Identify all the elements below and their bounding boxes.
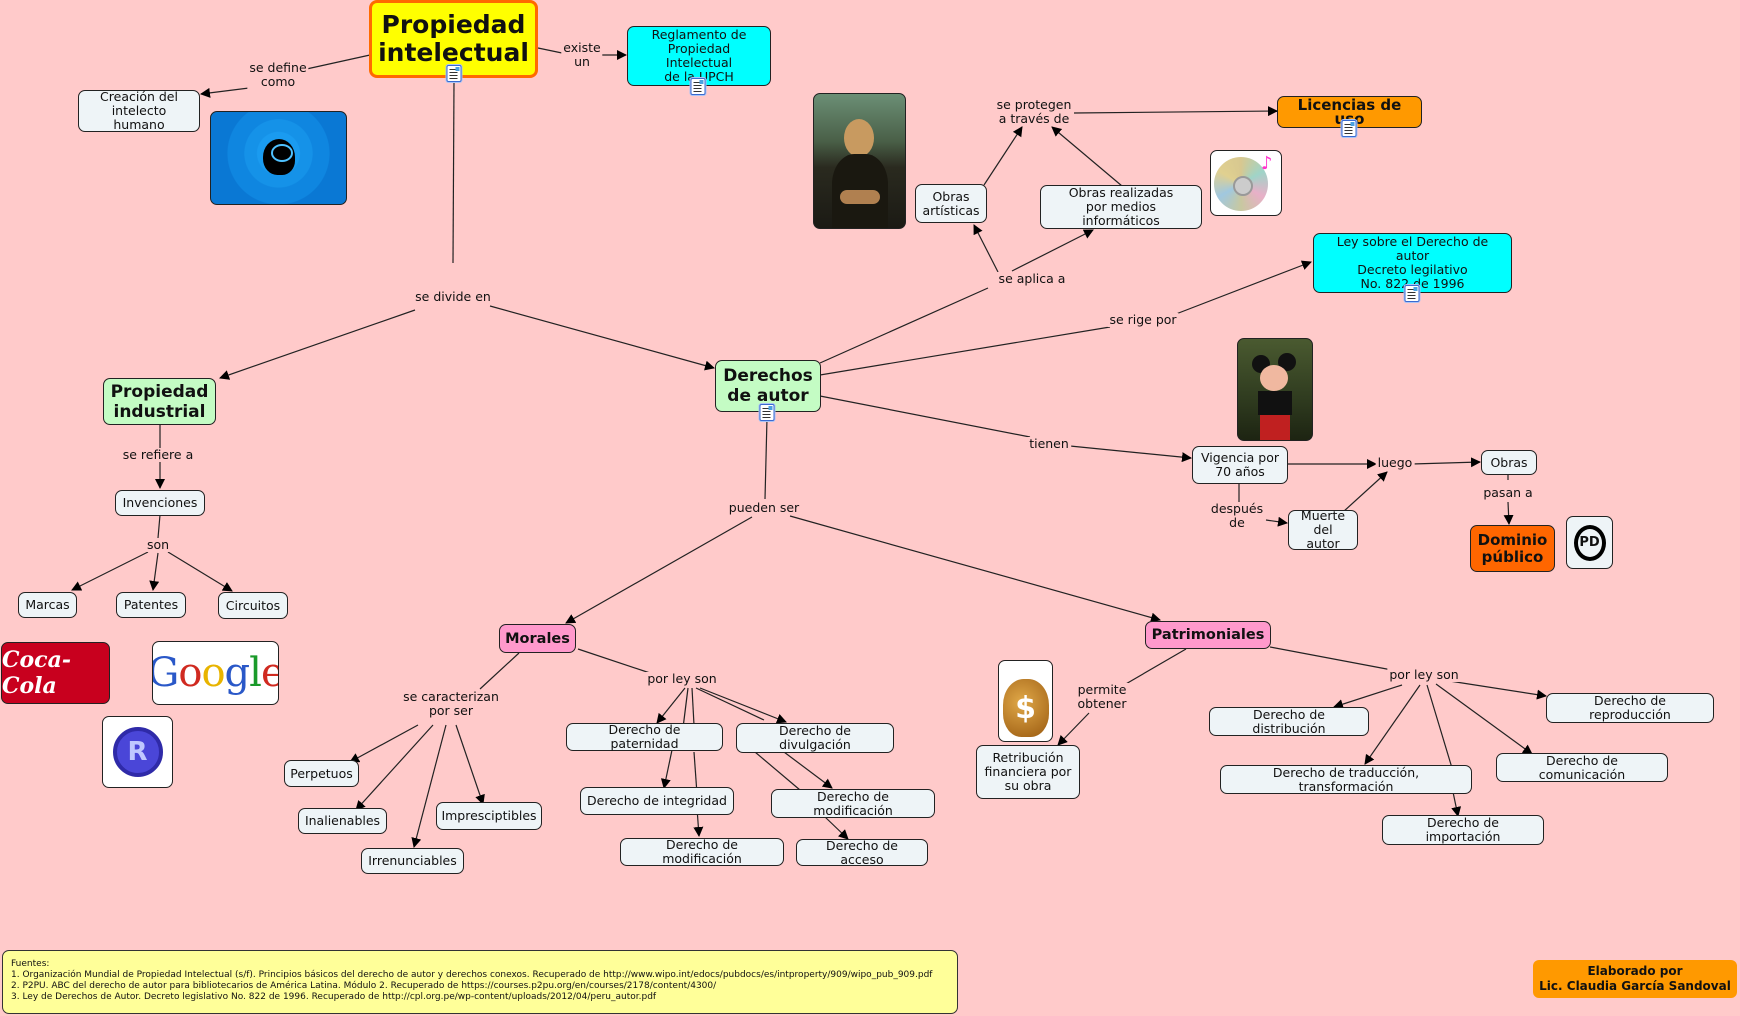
node-obras-artisticas[interactable]: Obras artísticas (915, 184, 987, 223)
node-derecho-distribucion[interactable]: Derecho de distribución (1209, 707, 1369, 736)
node-obras-informaticas[interactable]: Obras realizadas por medios informáticos (1040, 185, 1202, 229)
node-derecho-importacion[interactable]: Derecho de importación (1382, 815, 1544, 845)
node-derecho-modificacion-1[interactable]: Derecho de modificación (771, 789, 935, 818)
link-permite-obtener: permite obtener (1075, 682, 1129, 711)
source-item: 3. Ley de Derechos de Autor. Decreto leg… (11, 992, 657, 1002)
link-existe-un: existe un (561, 40, 603, 69)
node-derecho-reproduccion[interactable]: Derecho de reproducción (1546, 693, 1714, 723)
source-item: 1. Organización Mundial de Propiedad Int… (11, 970, 933, 980)
google-logo: Google (152, 641, 279, 705)
link-luego: luego (1375, 455, 1415, 470)
link-por-ley-son-morales: por ley son (645, 671, 719, 686)
link-tienen: tienen (1027, 436, 1071, 451)
brain-head-image (210, 111, 347, 205)
node-muerte-del-autor[interactable]: Muerte del autor (1288, 509, 1358, 551)
public-domain-image: PD (1566, 516, 1613, 569)
node-vigencia-70-anos[interactable]: Vigencia por 70 años (1192, 446, 1288, 484)
link-se-aplica-a: se aplica a (996, 271, 1068, 286)
link-pasan-a: pasan a (1481, 485, 1535, 500)
link-son: son (144, 537, 172, 552)
node-derecho-paternidad[interactable]: Derecho de paternidad (566, 723, 723, 751)
node-derecho-acceso[interactable]: Derecho de acceso (796, 838, 928, 866)
node-reglamento-upch[interactable]: Reglamento de Propiedad Intelectual de l… (627, 26, 771, 86)
link-se-refiere-a: se refiere a (120, 447, 196, 462)
public-domain-icon: PD (1573, 524, 1606, 561)
mickey-image (1237, 338, 1313, 441)
node-derecho-divulgacion[interactable]: Derecho de divulgación (736, 723, 894, 753)
link-se-define-como: se define como (247, 60, 309, 89)
link-se-rige-por: se rige por (1107, 312, 1179, 327)
node-obras[interactable]: Obras (1481, 450, 1537, 475)
node-patentes[interactable]: Patentes (116, 592, 186, 618)
link-se-caracterizan: se caracterizan por ser (401, 689, 501, 718)
node-ley-derecho-autor[interactable]: Ley sobre el Derecho de autor Decreto le… (1313, 233, 1512, 293)
node-derechos-de-autor[interactable]: Derechos de autor (715, 360, 821, 412)
node-derecho-integridad[interactable]: Derecho de integridad (580, 787, 734, 815)
node-irrenunciables[interactable]: Irrenunciables (361, 848, 464, 874)
resource-document-icon[interactable] (446, 65, 462, 82)
resource-document-icon[interactable] (690, 78, 706, 95)
resource-document-icon[interactable] (1404, 285, 1420, 302)
node-derecho-comunicacion[interactable]: Derecho de comunicación (1496, 753, 1668, 782)
node-perpetuos[interactable]: Perpetuos (284, 760, 359, 787)
money-bag-image: $ (998, 660, 1053, 742)
author-credit: Elaborado por Lic. Claudia García Sandov… (1533, 960, 1737, 998)
resource-document-icon[interactable] (1341, 120, 1357, 137)
sources-box: Fuentes: 1. Organización Mundial de Prop… (2, 950, 958, 1014)
node-marcas[interactable]: Marcas (18, 592, 77, 618)
link-se-divide-en: se divide en (413, 289, 493, 304)
dollar-icon: $ (1002, 679, 1049, 737)
node-circuitos[interactable]: Circuitos (218, 592, 288, 619)
node-morales[interactable]: Morales (499, 624, 576, 653)
registered-icon: R (112, 727, 163, 777)
head-silhouette-icon (263, 139, 295, 175)
node-derecho-traduccion[interactable]: Derecho de traducción, transformación (1220, 765, 1472, 794)
node-patrimoniales[interactable]: Patrimoniales (1145, 621, 1271, 649)
link-pueden-ser: pueden ser (726, 500, 802, 515)
registered-trademark-image: R (102, 716, 173, 788)
music-note-icon: ♪ (1261, 153, 1273, 174)
coca-cola-logo: Coca-Cola (1, 642, 110, 704)
node-imprescriptibles[interactable]: Impresciptibles (436, 802, 542, 830)
resource-document-icon[interactable] (759, 404, 775, 421)
link-se-protegen: se protegen a través de (994, 97, 1074, 126)
node-derecho-modificacion-2[interactable]: Derecho de modificación (620, 838, 784, 866)
node-invenciones[interactable]: Invenciones (115, 490, 205, 516)
sources-title: Fuentes: (11, 959, 50, 969)
music-cd-image: ♪ (1210, 150, 1282, 216)
source-item: 2. P2PU. ABC del derecho de autor para b… (11, 981, 717, 991)
link-despues-de: después de (1208, 501, 1266, 530)
node-retribucion-financiera[interactable]: Retribución financiera por su obra (976, 745, 1080, 799)
node-creacion-intelecto[interactable]: Creación del intelecto humano (78, 90, 200, 132)
link-por-ley-son-patrimoniales: por ley son (1387, 667, 1461, 682)
node-propiedad-industrial[interactable]: Propiedad industrial (103, 378, 216, 425)
node-inalienables[interactable]: Inalienables (298, 808, 387, 834)
mona-lisa-image (813, 93, 906, 229)
node-dominio-publico[interactable]: Dominio público (1470, 525, 1555, 572)
